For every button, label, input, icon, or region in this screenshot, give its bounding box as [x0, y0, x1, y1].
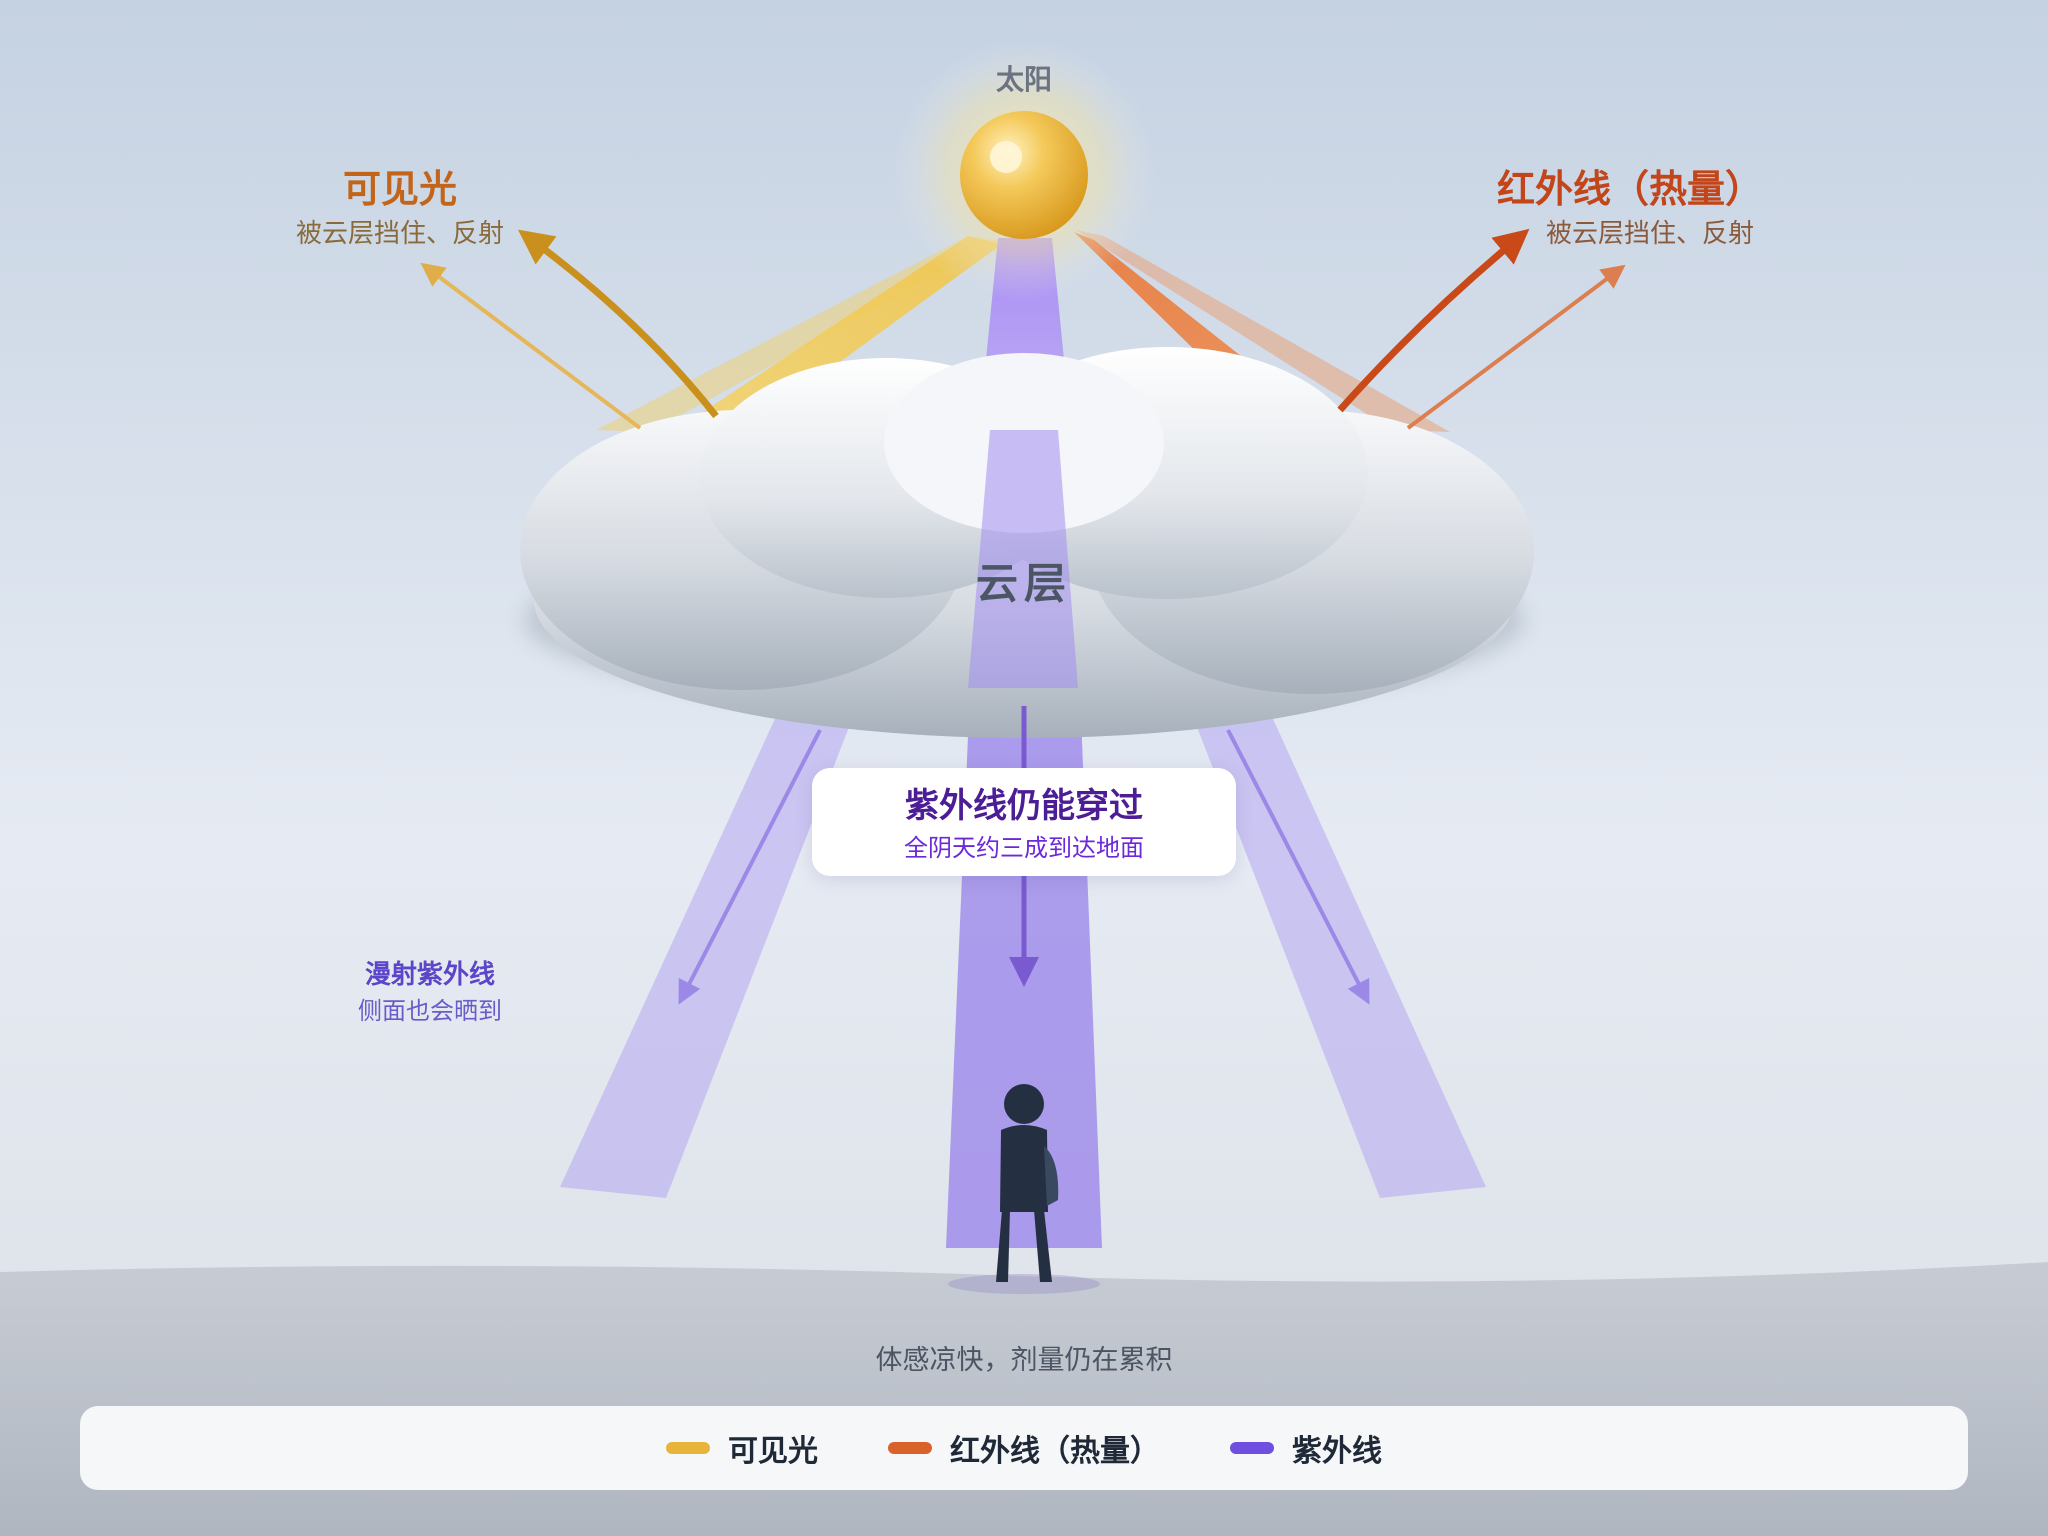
uv-callout: 紫外线仍能穿过 全阴天约三成到达地面 — [812, 768, 1236, 876]
legend-swatch-uv — [1230, 1442, 1274, 1454]
visible-light-subtitle: 被云层挡住、反射 — [295, 219, 504, 249]
diffuse-uv-arrow-left — [678, 729, 822, 1005]
diffuse-uv-arrow-right — [1226, 729, 1370, 1005]
legend-label-infrared: 红外线（热量） — [950, 1434, 1160, 1469]
legend-item-uv: 紫外线 — [1230, 1426, 1382, 1470]
sun — [960, 111, 1088, 239]
legend-item-infrared: 红外线（热量） — [888, 1426, 1160, 1470]
legend-label-uv: 紫外线 — [1292, 1434, 1382, 1469]
cloud — [520, 347, 1534, 738]
uv-beam-through-cloud — [968, 430, 1078, 688]
legend-label-visible: 可见光 — [728, 1434, 818, 1469]
person-figure — [948, 1084, 1100, 1294]
infrared-subtitle: 被云层挡住、反射 — [1545, 219, 1754, 249]
cloud-label: 云层 — [975, 559, 1072, 608]
ground — [0, 1262, 2048, 1536]
visible-light-title: 可见光 — [342, 167, 457, 211]
infrared-reflect-arrow-thin — [1406, 264, 1626, 430]
infrared-beam-wide — [1076, 230, 1450, 432]
infrared-title: 红外线（热量） — [1496, 167, 1763, 211]
legend-item-visible: 可见光 — [666, 1426, 818, 1470]
visible-reflect-arrow-thin — [420, 262, 642, 430]
sun-label: 太阳 — [995, 63, 1052, 96]
uv-callout-title: 紫外线仍能穿过 — [905, 786, 1143, 826]
ground-note: 体感凉快，剂量仍在累积 — [875, 1345, 1173, 1376]
legend-swatch-visible — [666, 1442, 710, 1454]
visible-reflect-arrow — [517, 229, 719, 419]
visible-beam — [700, 236, 1002, 420]
uv-callout-subtitle: 全阴天约三成到达地面 — [904, 834, 1144, 862]
diffuse-uv-subtitle: 侧面也会晒到 — [358, 997, 502, 1025]
legend-swatch-infrared — [888, 1442, 932, 1454]
legend: 可见光 红外线（热量） 紫外线 — [80, 1406, 1968, 1490]
infrared-reflect-arrow — [1337, 228, 1530, 413]
diffuse-uv-title: 漫射紫外线 — [364, 960, 495, 990]
sun-highlight — [990, 141, 1022, 173]
